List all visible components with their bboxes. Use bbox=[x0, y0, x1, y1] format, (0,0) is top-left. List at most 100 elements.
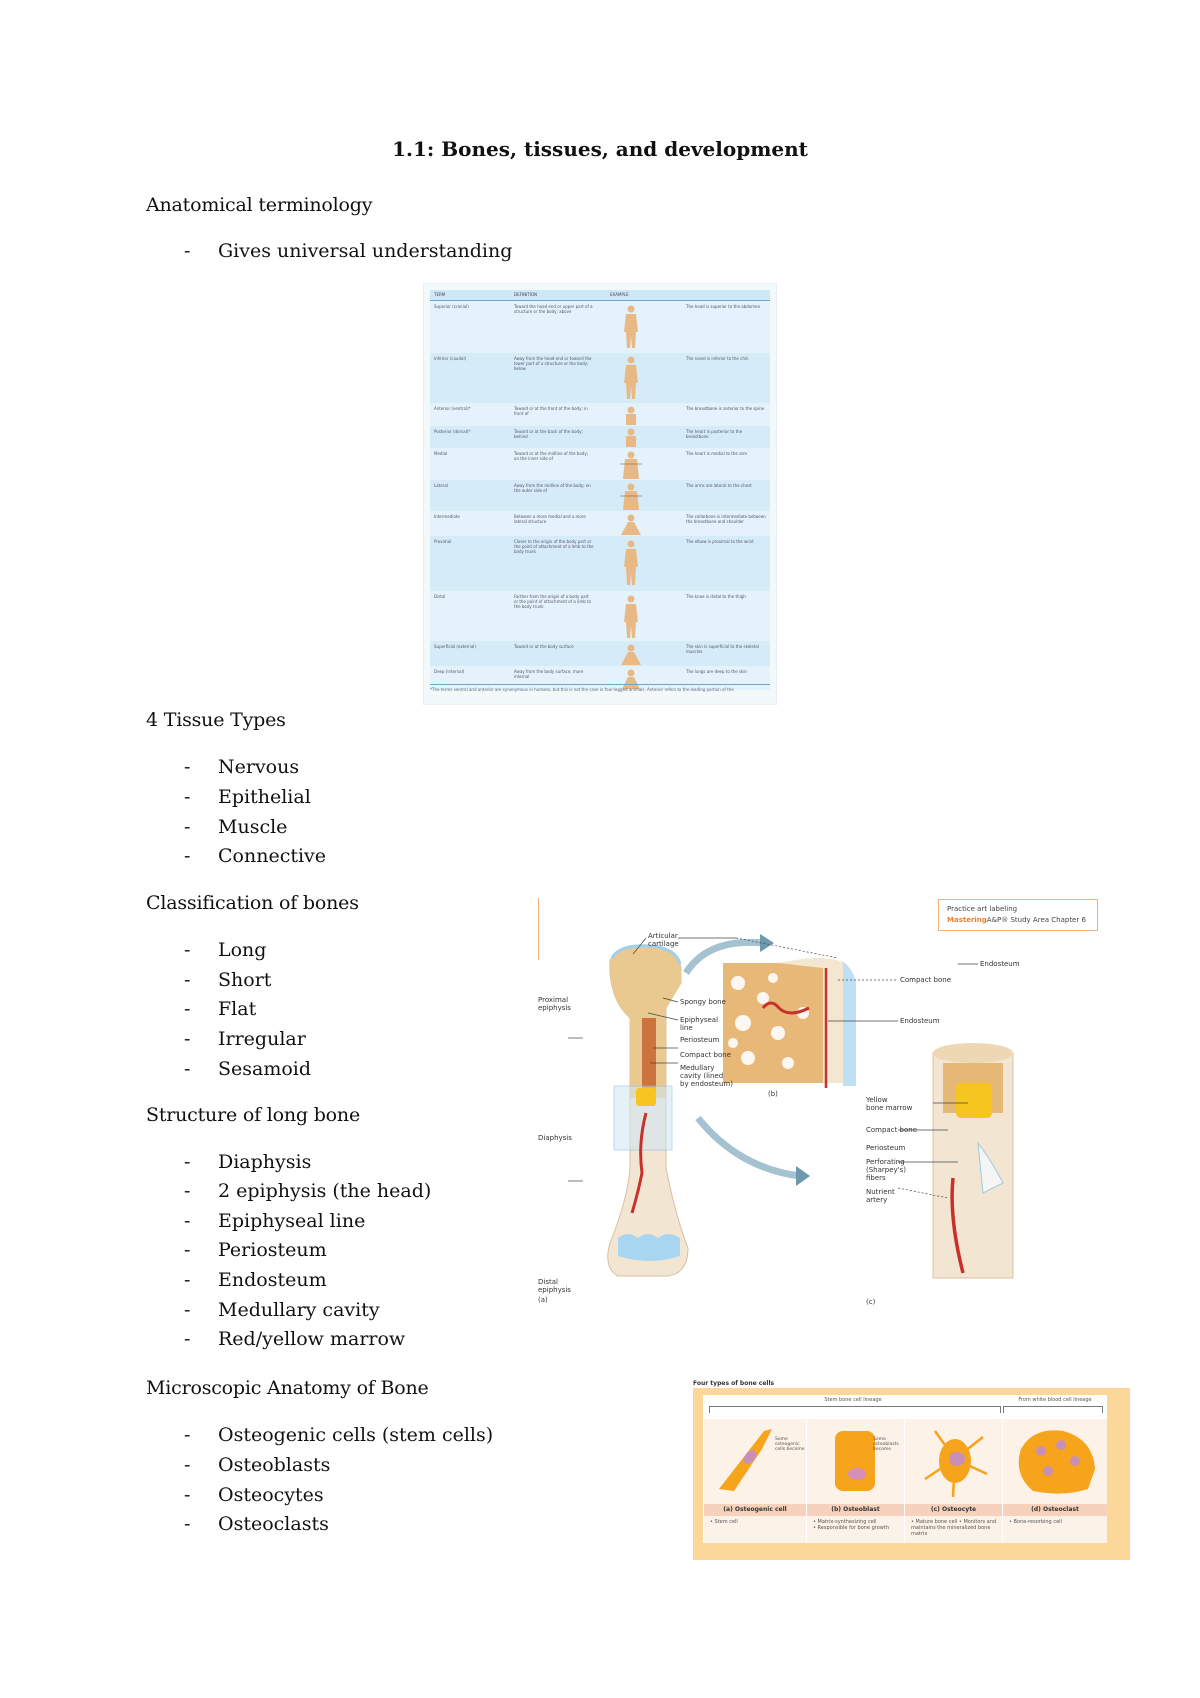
term-cell: Inferior (caudal) bbox=[434, 356, 467, 361]
table-row: Superior (cranial) Toward the head end o… bbox=[430, 301, 770, 353]
example-cell: The collarbone is intermediate between t… bbox=[686, 514, 766, 524]
bullet-dash: - bbox=[184, 240, 191, 262]
example-cell: The heart is medial to the arm bbox=[686, 451, 747, 456]
table-row: Posterior (dorsal)* Toward or at the bac… bbox=[430, 426, 770, 448]
list-item-text: Long bbox=[218, 939, 267, 961]
list-item: -Red/yellow marrow bbox=[184, 1328, 405, 1354]
osteocyte-cell-icon bbox=[924, 1430, 988, 1498]
arrow-text-2: Some osteoblasts become bbox=[873, 1437, 899, 1452]
section-heading-structure: Structure of long bone bbox=[146, 1104, 360, 1126]
bullet-dash: - bbox=[184, 969, 191, 991]
list-item-text: Epiphyseal line bbox=[218, 1210, 366, 1232]
table-row: Intermediate Between a more medial and a… bbox=[430, 511, 770, 536]
list-item: -Muscle bbox=[184, 816, 287, 842]
list-item: - Gives universal understanding bbox=[184, 240, 512, 266]
list-item-text: Osteocytes bbox=[218, 1484, 324, 1506]
section-heading-tissue-types: 4 Tissue Types bbox=[146, 709, 286, 731]
definition-cell: Away from the body surface; more interna… bbox=[514, 669, 584, 679]
cell-description: • Stem cell bbox=[710, 1519, 738, 1525]
label-compact-bone-c: Compact bone bbox=[866, 1126, 918, 1134]
list-item: -Diaphysis bbox=[184, 1151, 311, 1177]
example-cell: The head is superior to the abdomen bbox=[686, 304, 761, 309]
definition-cell: Toward or at the body surface bbox=[514, 644, 574, 649]
table-row: Inferior (caudal) Away from the head end… bbox=[430, 353, 770, 403]
long-bone-illustration bbox=[538, 898, 1014, 1279]
bullet-dash: - bbox=[184, 816, 191, 838]
list-item: - Endosteum bbox=[184, 1269, 327, 1295]
list-item: -Medullary cavity bbox=[184, 1299, 380, 1325]
torso-figure-icon bbox=[626, 406, 636, 425]
shoulders-figure-icon bbox=[621, 514, 641, 535]
definition-cell: Toward or at the front of the body; in f… bbox=[514, 406, 588, 416]
anatomical-terms-table-image: TERM DEFINITION EXAMPLE Superior (crania… bbox=[423, 283, 777, 705]
bullet-dash: - bbox=[184, 845, 191, 867]
table-row: Superficial (external) Toward or at the … bbox=[430, 641, 770, 666]
list-item: - Connective bbox=[184, 845, 326, 871]
term-cell: Distal bbox=[434, 594, 446, 599]
list-item: -Osteoblasts bbox=[184, 1454, 330, 1480]
cell-description: • Mature bone cell • Monitors and mainta… bbox=[911, 1519, 997, 1537]
example-cell: The knee is distal to the thigh bbox=[686, 594, 746, 599]
list-item: -Irregular bbox=[184, 1028, 306, 1054]
cell-caption: (c) Osteocyte bbox=[905, 1504, 1002, 1516]
shoulders-figure-icon bbox=[622, 669, 640, 689]
practice-box-title: Practice art labeling bbox=[947, 905, 1018, 913]
list-item: -Periosteum bbox=[184, 1239, 327, 1265]
label-part-a: (a) bbox=[538, 1296, 548, 1304]
definition-cell: Toward or at the midline of the body; on… bbox=[514, 451, 589, 461]
list-item: -Epiphyseal line bbox=[184, 1210, 365, 1236]
label-endosteum-b: Endosteum bbox=[900, 1017, 940, 1025]
cell-column-osteoblast: (b) Osteoblast • Matrix-synthesizing cel… bbox=[806, 1419, 904, 1543]
table-footnote: *The terms ventral and anterior are syno… bbox=[430, 684, 770, 696]
arrow-text-1: Some osteogenic cells become bbox=[775, 1437, 805, 1452]
bone-cell-types-diagram: Four types of bone cells Stem bone cell … bbox=[693, 1380, 1130, 1560]
list-item-text: 2 epiphysis (the head) bbox=[218, 1180, 432, 1202]
definition-cell: Toward or at the back of the body; behin… bbox=[514, 429, 583, 439]
example-cell: The heart is posterior to the breastbone bbox=[686, 429, 743, 439]
table-row: Anterior (ventral)* Toward or at the fro… bbox=[430, 403, 770, 426]
definition-cell: Closer to the origin of the body part or… bbox=[514, 539, 594, 554]
list-item-text: Connective bbox=[218, 845, 327, 867]
example-cell: The elbow is proximal to the wrist bbox=[686, 539, 754, 544]
label-part-c: (c) bbox=[866, 1298, 876, 1306]
cell-description: • Matrix-synthesizing cell • Responsible… bbox=[813, 1519, 890, 1531]
term-cell: Lateral bbox=[434, 483, 448, 488]
bullet-dash: - bbox=[184, 1299, 191, 1321]
list-item: -Sesamoid bbox=[184, 1058, 311, 1084]
label-yellow-marrow: Yellow bone marrow bbox=[866, 1096, 913, 1112]
column-header: DEFINITION bbox=[514, 292, 538, 297]
term-cell: Deep (internal) bbox=[434, 669, 465, 674]
list-item-text: Gives universal understanding bbox=[218, 240, 513, 262]
human-figure-icon bbox=[624, 305, 638, 348]
example-cell: The navel is inferior to the chin bbox=[686, 356, 749, 361]
table-row: Lateral Away from the midline of the bod… bbox=[430, 480, 770, 511]
lineage-bracket bbox=[1003, 1406, 1103, 1413]
list-item-text: Osteoclasts bbox=[218, 1513, 329, 1535]
cell-description: • Bone-resorbing cell bbox=[1009, 1519, 1062, 1525]
torso-figure-icon bbox=[620, 483, 642, 510]
bullet-dash: - bbox=[184, 1269, 191, 1291]
label-periosteum-c: Periosteum bbox=[866, 1144, 906, 1152]
list-item-text: Endosteum bbox=[218, 1269, 327, 1291]
list-item-text: Epithelial bbox=[218, 786, 311, 808]
torso-figure-icon bbox=[626, 428, 636, 447]
example-cell: The skin is superficial to the skeletal … bbox=[686, 644, 759, 654]
example-cell: The breastbone is anterior to the spine bbox=[686, 406, 765, 411]
list-item: -2 epiphysis (the head) bbox=[184, 1180, 431, 1206]
page-title: 1.1: Bones, tissues, and development bbox=[392, 137, 808, 161]
human-figure-icon bbox=[624, 595, 638, 638]
shoulders-figure-icon bbox=[621, 644, 641, 665]
cell-caption: (b) Osteoblast bbox=[807, 1504, 904, 1516]
list-item: -Long bbox=[184, 939, 266, 965]
section-heading-classification: Classification of bones bbox=[146, 892, 359, 914]
torso-figure-icon bbox=[620, 451, 642, 479]
list-item-text: Irregular bbox=[218, 1028, 306, 1050]
list-item: -Epithelial bbox=[184, 786, 311, 812]
bullet-dash: - bbox=[184, 1058, 191, 1080]
definition-cell: Between a more medial and a more lateral… bbox=[514, 514, 586, 524]
list-item: -Osteocytes bbox=[184, 1484, 324, 1510]
osteoclast-cell-icon bbox=[1018, 1430, 1095, 1494]
cell-caption: (d) Osteoclast bbox=[1003, 1504, 1107, 1516]
list-item: -Nervous bbox=[184, 756, 299, 782]
bullet-dash: - bbox=[184, 1424, 191, 1446]
